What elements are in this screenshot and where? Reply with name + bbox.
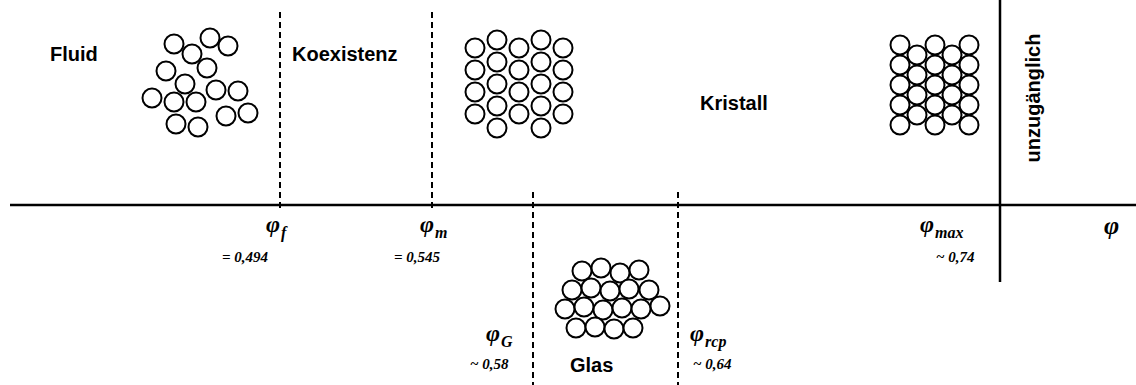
glass-spheres [556, 259, 670, 339]
phi-value: = 0,545 [394, 249, 440, 266]
limit-line [999, 0, 1002, 282]
axis-label: φ [1104, 212, 1119, 241]
phi-symbol: φ [486, 320, 500, 346]
phi-value: ~ 0,74 [936, 249, 975, 266]
phase-name: Glas [570, 354, 613, 376]
phase-boundaries [280, 12, 678, 385]
phi-subscript: f [281, 224, 286, 242]
phi-value: ~ 0,58 [470, 356, 509, 373]
phi-subscript: m [435, 224, 447, 242]
phi-value: ~ 0,64 [693, 356, 732, 373]
boundary-line [431, 12, 433, 209]
phase-name: Koexistenz [292, 43, 398, 65]
phase-name: unzugänglich [1022, 34, 1044, 163]
phi-symbol: φ [266, 211, 280, 237]
phi-subscript: rcp [705, 333, 726, 351]
phi-axis [10, 204, 1136, 207]
phi-symbol: φ [690, 320, 704, 346]
coexistence-spheres [466, 31, 573, 138]
phi-subscript: max [935, 224, 963, 242]
boundary-line [279, 12, 281, 209]
boundary-line [677, 192, 679, 385]
phase-name: Kristall [700, 92, 768, 114]
phi-symbol: φ [920, 211, 934, 237]
crystal-spheres [891, 36, 979, 135]
fluid-spheres [143, 29, 258, 137]
boundary-line [532, 192, 534, 385]
phi-symbol: φ [420, 211, 434, 237]
phase-name: Fluid [50, 43, 98, 65]
phi-value: = 0,494 [222, 249, 268, 266]
phi-subscript: G [501, 333, 513, 351]
